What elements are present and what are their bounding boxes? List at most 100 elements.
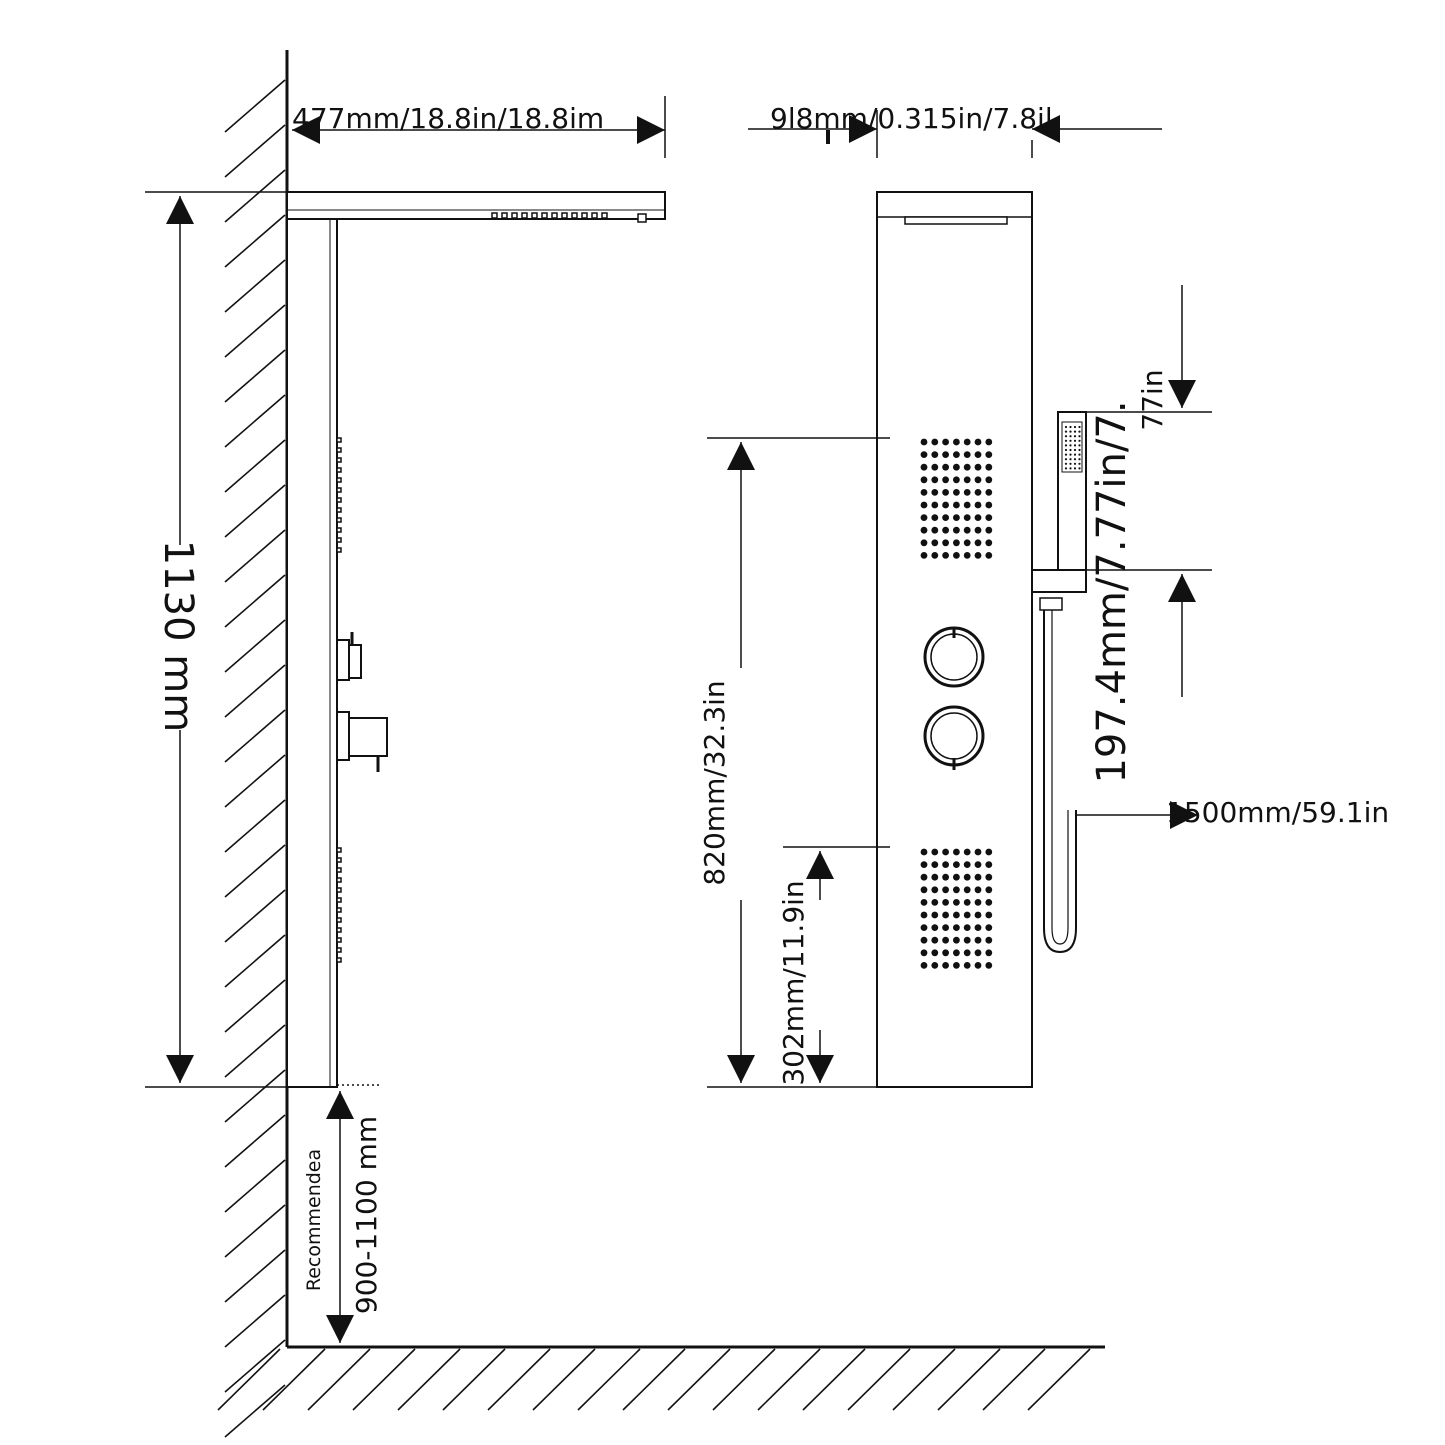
jet-dot (931, 489, 939, 496)
dim-arm-length (292, 96, 666, 158)
handheld-nozzle (1069, 458, 1072, 461)
side-jet (336, 517, 342, 523)
jet-dot (931, 949, 939, 957)
handheld-nozzle (1078, 453, 1081, 456)
hatch-line (224, 1384, 286, 1438)
handheld-nozzle (1069, 444, 1072, 447)
jet-dot (920, 886, 928, 894)
label-hose-length: 1500mm/59.1in (1166, 796, 1389, 829)
jet-dot (985, 861, 993, 868)
jet-dot (931, 911, 939, 919)
thermostat-knob-front (923, 705, 985, 770)
jet-dot (953, 962, 960, 969)
hatch-line (262, 1348, 326, 1411)
hatch-line (224, 394, 286, 448)
hatch-line (224, 889, 286, 943)
handheld-nozzle (1064, 462, 1068, 465)
hatch-line (487, 1348, 551, 1411)
jet-dot (953, 514, 960, 521)
nozzle (521, 212, 528, 219)
jet-dot (920, 949, 928, 957)
jet-dot (942, 501, 949, 509)
nozzle (601, 212, 608, 219)
jet-dot (942, 936, 949, 944)
dim-spray-zone (707, 437, 890, 1088)
jet-dot (963, 886, 971, 894)
jet-dot (953, 476, 960, 484)
jet-dot (931, 873, 939, 881)
jet-dot (974, 899, 982, 906)
jet-dot (942, 861, 949, 868)
jet-dot (985, 489, 993, 496)
jet-dot (963, 539, 971, 547)
hatch-line (224, 664, 286, 718)
jet-dot (963, 936, 971, 944)
jet-dot (963, 899, 971, 906)
jet-dot (942, 489, 949, 496)
dim-total-height (145, 191, 287, 1088)
handheld-nozzle (1064, 467, 1068, 470)
nozzle (541, 212, 548, 219)
label-panel-depth: 9l8mm/0.315in/7.8il (770, 102, 1053, 135)
jet-dot (931, 514, 939, 521)
side-jet (336, 867, 342, 873)
jet-dot (920, 552, 928, 559)
hatch-line (224, 1069, 286, 1123)
side-jets-lower (336, 847, 342, 963)
jet-dot (963, 526, 971, 534)
hatch-line (712, 1348, 776, 1411)
jet-dot (985, 873, 993, 881)
body-jets-upper (920, 438, 993, 559)
hatch-line (224, 754, 286, 808)
side-jet (336, 487, 342, 493)
hatch-line (224, 1114, 286, 1168)
hatch-line (532, 1348, 596, 1411)
hatch-line (802, 1348, 866, 1411)
jet-dot (963, 438, 971, 446)
jet-dot (920, 848, 928, 856)
nozzle (551, 212, 558, 219)
hatch-line (224, 799, 286, 853)
nozzle (501, 212, 508, 219)
hatch-line (622, 1348, 686, 1411)
jet-dot (942, 962, 949, 969)
handheld-nozzle (1073, 439, 1077, 442)
handheld-nozzle (1073, 458, 1077, 461)
side-jet (336, 477, 342, 483)
dim-panel-depth (748, 110, 1162, 158)
hatch-line (224, 529, 286, 583)
side-jet (336, 877, 342, 883)
hatch-line (224, 979, 286, 1033)
jet-dot (985, 911, 993, 919)
jet-dot (942, 899, 949, 906)
hatch-line (224, 934, 286, 988)
hatch-line (217, 1348, 281, 1411)
jet-dot (931, 476, 939, 484)
thermostat-knob-side (336, 711, 388, 772)
side-jet (336, 927, 342, 933)
hatch-line (224, 169, 286, 223)
jet-dot (985, 886, 993, 894)
jet-dot (985, 552, 993, 559)
jet-dot (985, 476, 993, 484)
diverter-knob-front (923, 626, 985, 688)
jet-dot (963, 476, 971, 484)
handheld-nozzle (1064, 430, 1068, 433)
hatch-line (224, 1339, 286, 1393)
jet-dot (942, 476, 949, 484)
handheld-nozzle (1064, 448, 1068, 452)
jet-dot (974, 911, 982, 919)
jet-dot (953, 911, 960, 919)
side-jet (336, 457, 342, 463)
jet-dot (942, 451, 949, 458)
nozzle (491, 212, 498, 219)
handheld-nozzle (1069, 439, 1072, 442)
jet-dot (931, 501, 939, 509)
hatch-line (224, 844, 286, 898)
jet-dot (931, 861, 939, 868)
jet-dot (985, 848, 993, 856)
handheld-nozzle (1069, 467, 1072, 470)
jet-dot (963, 552, 971, 559)
handheld-nozzle (1073, 462, 1077, 465)
